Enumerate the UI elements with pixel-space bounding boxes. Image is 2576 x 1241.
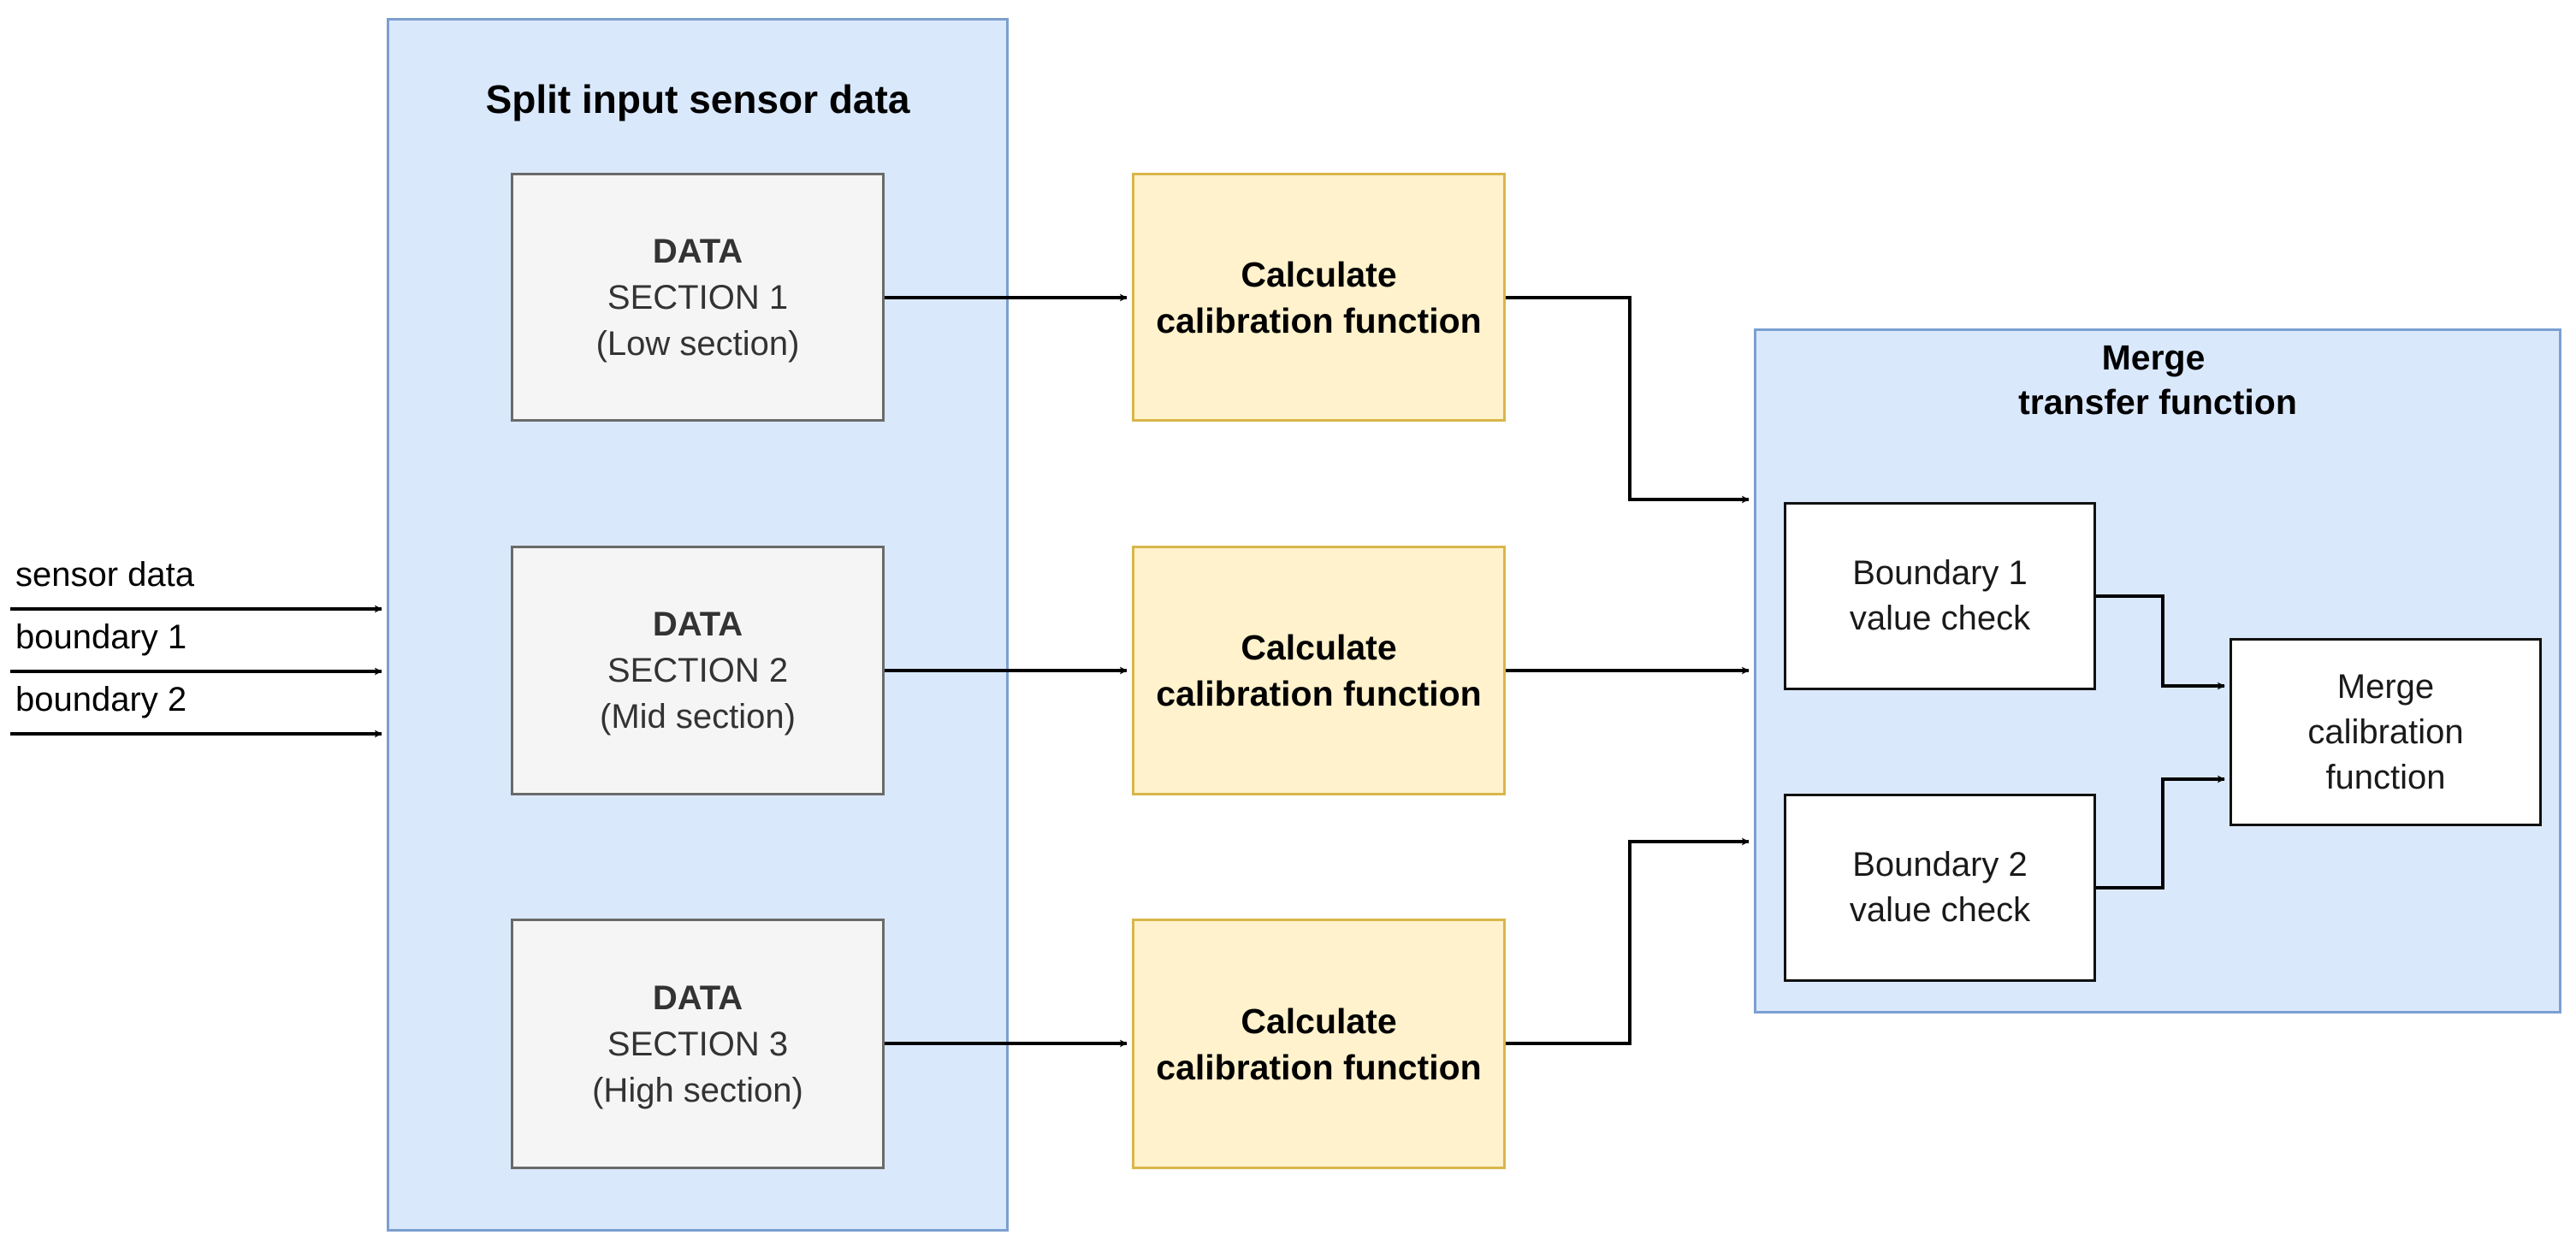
calc-calibration-box-3[interactable]: Calculate calibration function [1132, 919, 1506, 1169]
calc-calibration-box-1[interactable]: Calculate calibration function [1132, 173, 1506, 422]
merge-transfer-title-line2: transfer function [2018, 382, 2297, 422]
data-section-3-name: SECTION 3 [607, 1025, 789, 1063]
data-section-2-heading: DATA [652, 606, 743, 643]
merge-transfer-title-line1: Merge [2101, 338, 2206, 377]
data-section-2[interactable]: DATA SECTION 2 (Mid section) [511, 546, 885, 795]
split-input-group-title: Split input sensor data [485, 77, 910, 121]
edge-boundary1-to-merge-calibration [2096, 594, 2225, 690]
calc-calibration-box-3-line1: Calculate [1241, 1001, 1397, 1041]
merge-calibration-box[interactable]: Merge calibration function [2230, 638, 2542, 826]
boundary-1-check-box[interactable]: Boundary 1 value check [1784, 502, 2096, 690]
boundary-1-check-line1: Boundary 1 [1852, 554, 2028, 592]
merge-calibration-line3: function [2325, 758, 2446, 796]
data-section-3[interactable]: DATA SECTION 3 (High section) [511, 919, 885, 1169]
boundary-1-check-line2: value check [1849, 600, 2031, 637]
merge-transfer-group-title: Merge transfer function [1754, 335, 2561, 424]
data-section-3-range: (High section) [592, 1071, 803, 1109]
merge-calibration-line1: Merge [2336, 667, 2435, 706]
data-section-2-name: SECTION 2 [607, 652, 789, 689]
data-section-3-heading: DATA [652, 978, 743, 1017]
boundary-2-check-line2: value check [1849, 891, 2031, 929]
data-section-1-heading: DATA [652, 232, 743, 270]
data-section-2-range: (Mid section) [600, 698, 796, 736]
data-section-1-range: (Low section) [595, 324, 800, 363]
calc-calibration-box-1-line2: calibration function [1156, 300, 1482, 340]
input-label-boundary-1: boundary 1 [15, 618, 187, 656]
calc-calibration-box-3-line2: calibration function [1156, 1047, 1482, 1087]
input-label-boundary-2: boundary 2 [15, 681, 187, 718]
calc-calibration-box-2[interactable]: Calculate calibration function [1132, 546, 1506, 795]
data-section-1-name: SECTION 1 [607, 278, 789, 316]
input-label-sensor-data: sensor data [15, 556, 195, 594]
edge-calc1-to-merge [1506, 296, 1750, 504]
data-section-1[interactable]: DATA SECTION 1 (Low section) [511, 173, 885, 422]
calc-calibration-box-1-line1: Calculate [1241, 254, 1397, 294]
boundary-2-check-box[interactable]: Boundary 2 value check [1784, 794, 2096, 982]
calc-calibration-box-2-line1: Calculate [1241, 628, 1397, 667]
edge-calc3-to-merge [1506, 837, 1750, 1045]
calc-calibration-box-2-line2: calibration function [1156, 674, 1482, 713]
merge-calibration-line2: calibration [2307, 712, 2464, 751]
edge-boundary2-to-merge-calibration [2096, 775, 2225, 889]
boundary-2-check-line1: Boundary 2 [1852, 846, 2028, 883]
